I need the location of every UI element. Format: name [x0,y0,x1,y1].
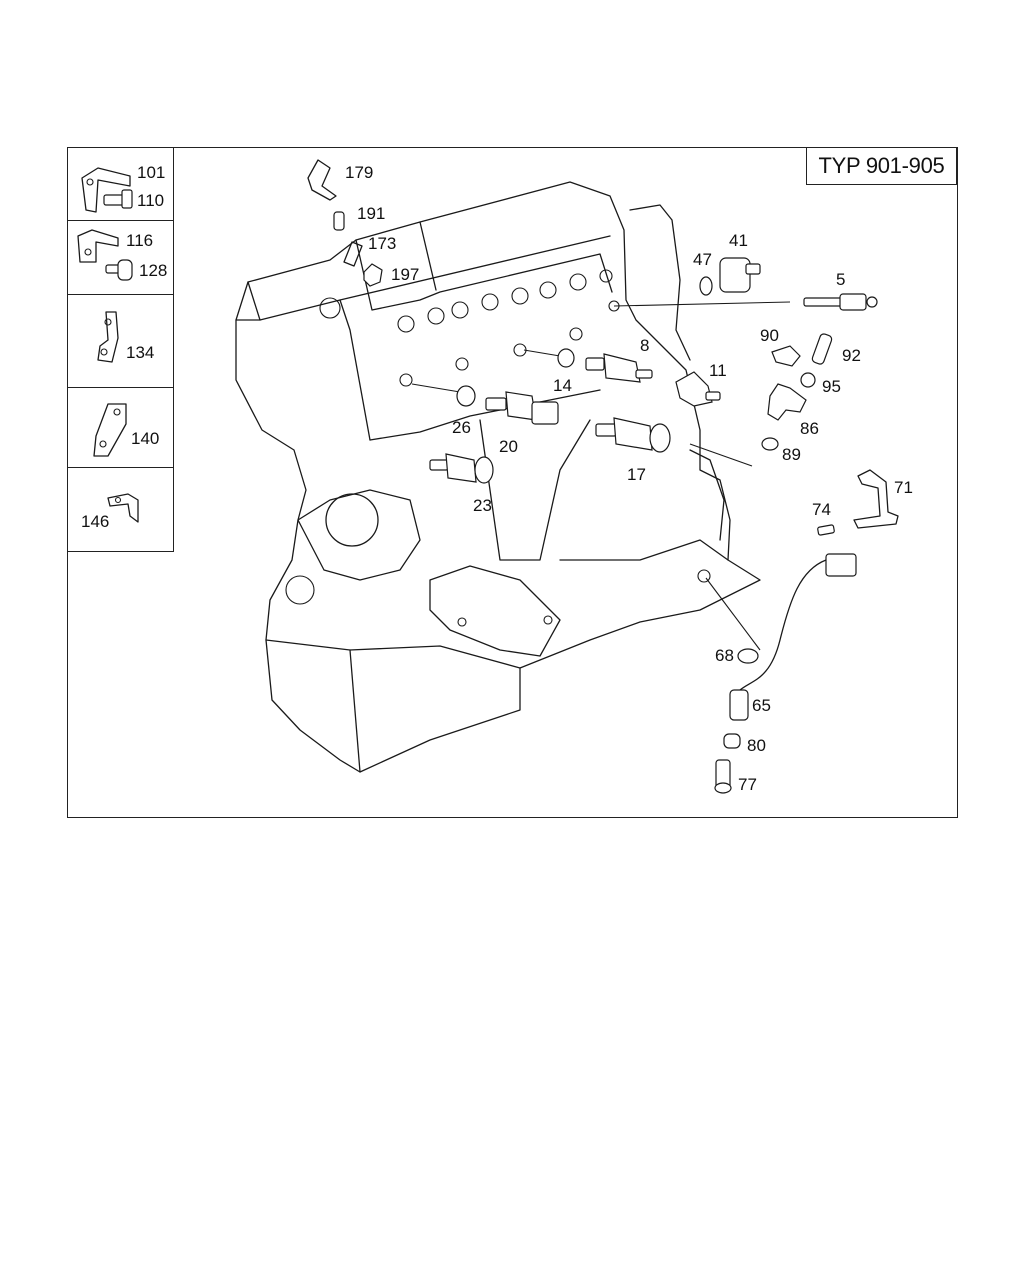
part-11-icon [675,371,721,407]
callout-17: 17 [627,465,646,484]
part-89-icon [761,437,779,451]
callout-95: 95 [822,377,841,396]
part-41-icon [719,257,761,293]
sidebar-cell-5 [67,467,174,552]
callout-47: 47 [693,250,712,269]
type-label-box: TYP 901-905 [806,147,957,185]
callout-5: 5 [836,270,845,289]
part-5-icon [803,293,878,311]
sidebar-label-116: 116 [126,231,153,250]
callout-71: 71 [894,478,913,497]
callout-8: 8 [640,336,649,355]
part-179-icon [307,159,337,201]
bracket-101-icon [81,167,133,213]
callout-74: 74 [812,500,831,519]
part-17-icon [595,417,671,453]
part-95-icon [800,372,816,388]
callout-14: 14 [553,376,572,395]
callout-179: 179 [345,163,373,182]
part-20-icon [485,391,559,425]
callout-191: 191 [357,204,385,223]
callout-41: 41 [729,231,748,250]
part-92-icon [811,333,833,365]
part-26-icon [456,385,476,407]
part-14-icon [557,348,575,368]
part-8-icon [585,353,653,383]
sidebar-label-140: 140 [131,429,159,448]
callout-86: 86 [800,419,819,438]
leader-lines [411,301,791,651]
sidebar-label-110: 110 [137,191,164,210]
engine-block [235,181,761,773]
callout-92: 92 [842,346,861,365]
part-90-icon [771,345,801,367]
part-68-icon [737,648,759,664]
callout-20: 20 [499,437,518,456]
part-74-icon [817,524,835,536]
part-197-icon [363,263,383,287]
sidebar-label-146: 146 [81,512,109,531]
part-65-icon [729,553,857,721]
callout-80: 80 [747,736,766,755]
part-71-icon [853,469,899,529]
parts-sidebar [67,147,174,552]
callout-173: 173 [368,234,396,253]
part-23-icon [429,453,494,484]
part-77-icon [714,759,732,794]
callout-65: 65 [752,696,771,715]
callout-26: 26 [452,418,471,437]
callout-77: 77 [738,775,757,794]
callout-90: 90 [760,326,779,345]
callout-197: 197 [391,265,419,284]
callout-11: 11 [709,361,727,380]
sidebar-label-134: 134 [126,343,154,362]
callout-89: 89 [782,445,801,464]
clip-134-icon [97,311,119,363]
sidebar-label-101: 101 [137,163,165,182]
bracket-116-icon [77,229,133,281]
part-173-icon [343,241,363,267]
part-86-icon [767,383,807,421]
type-label: TYP 901-905 [818,153,945,178]
part-47-icon [699,276,713,296]
callout-23: 23 [473,496,492,515]
plate-140-icon [93,403,127,457]
callout-68: 68 [715,646,734,665]
part-80-icon [723,733,741,749]
sidebar-label-128: 128 [139,261,167,280]
part-191-icon [333,211,345,231]
bracket-146-icon [107,493,139,523]
